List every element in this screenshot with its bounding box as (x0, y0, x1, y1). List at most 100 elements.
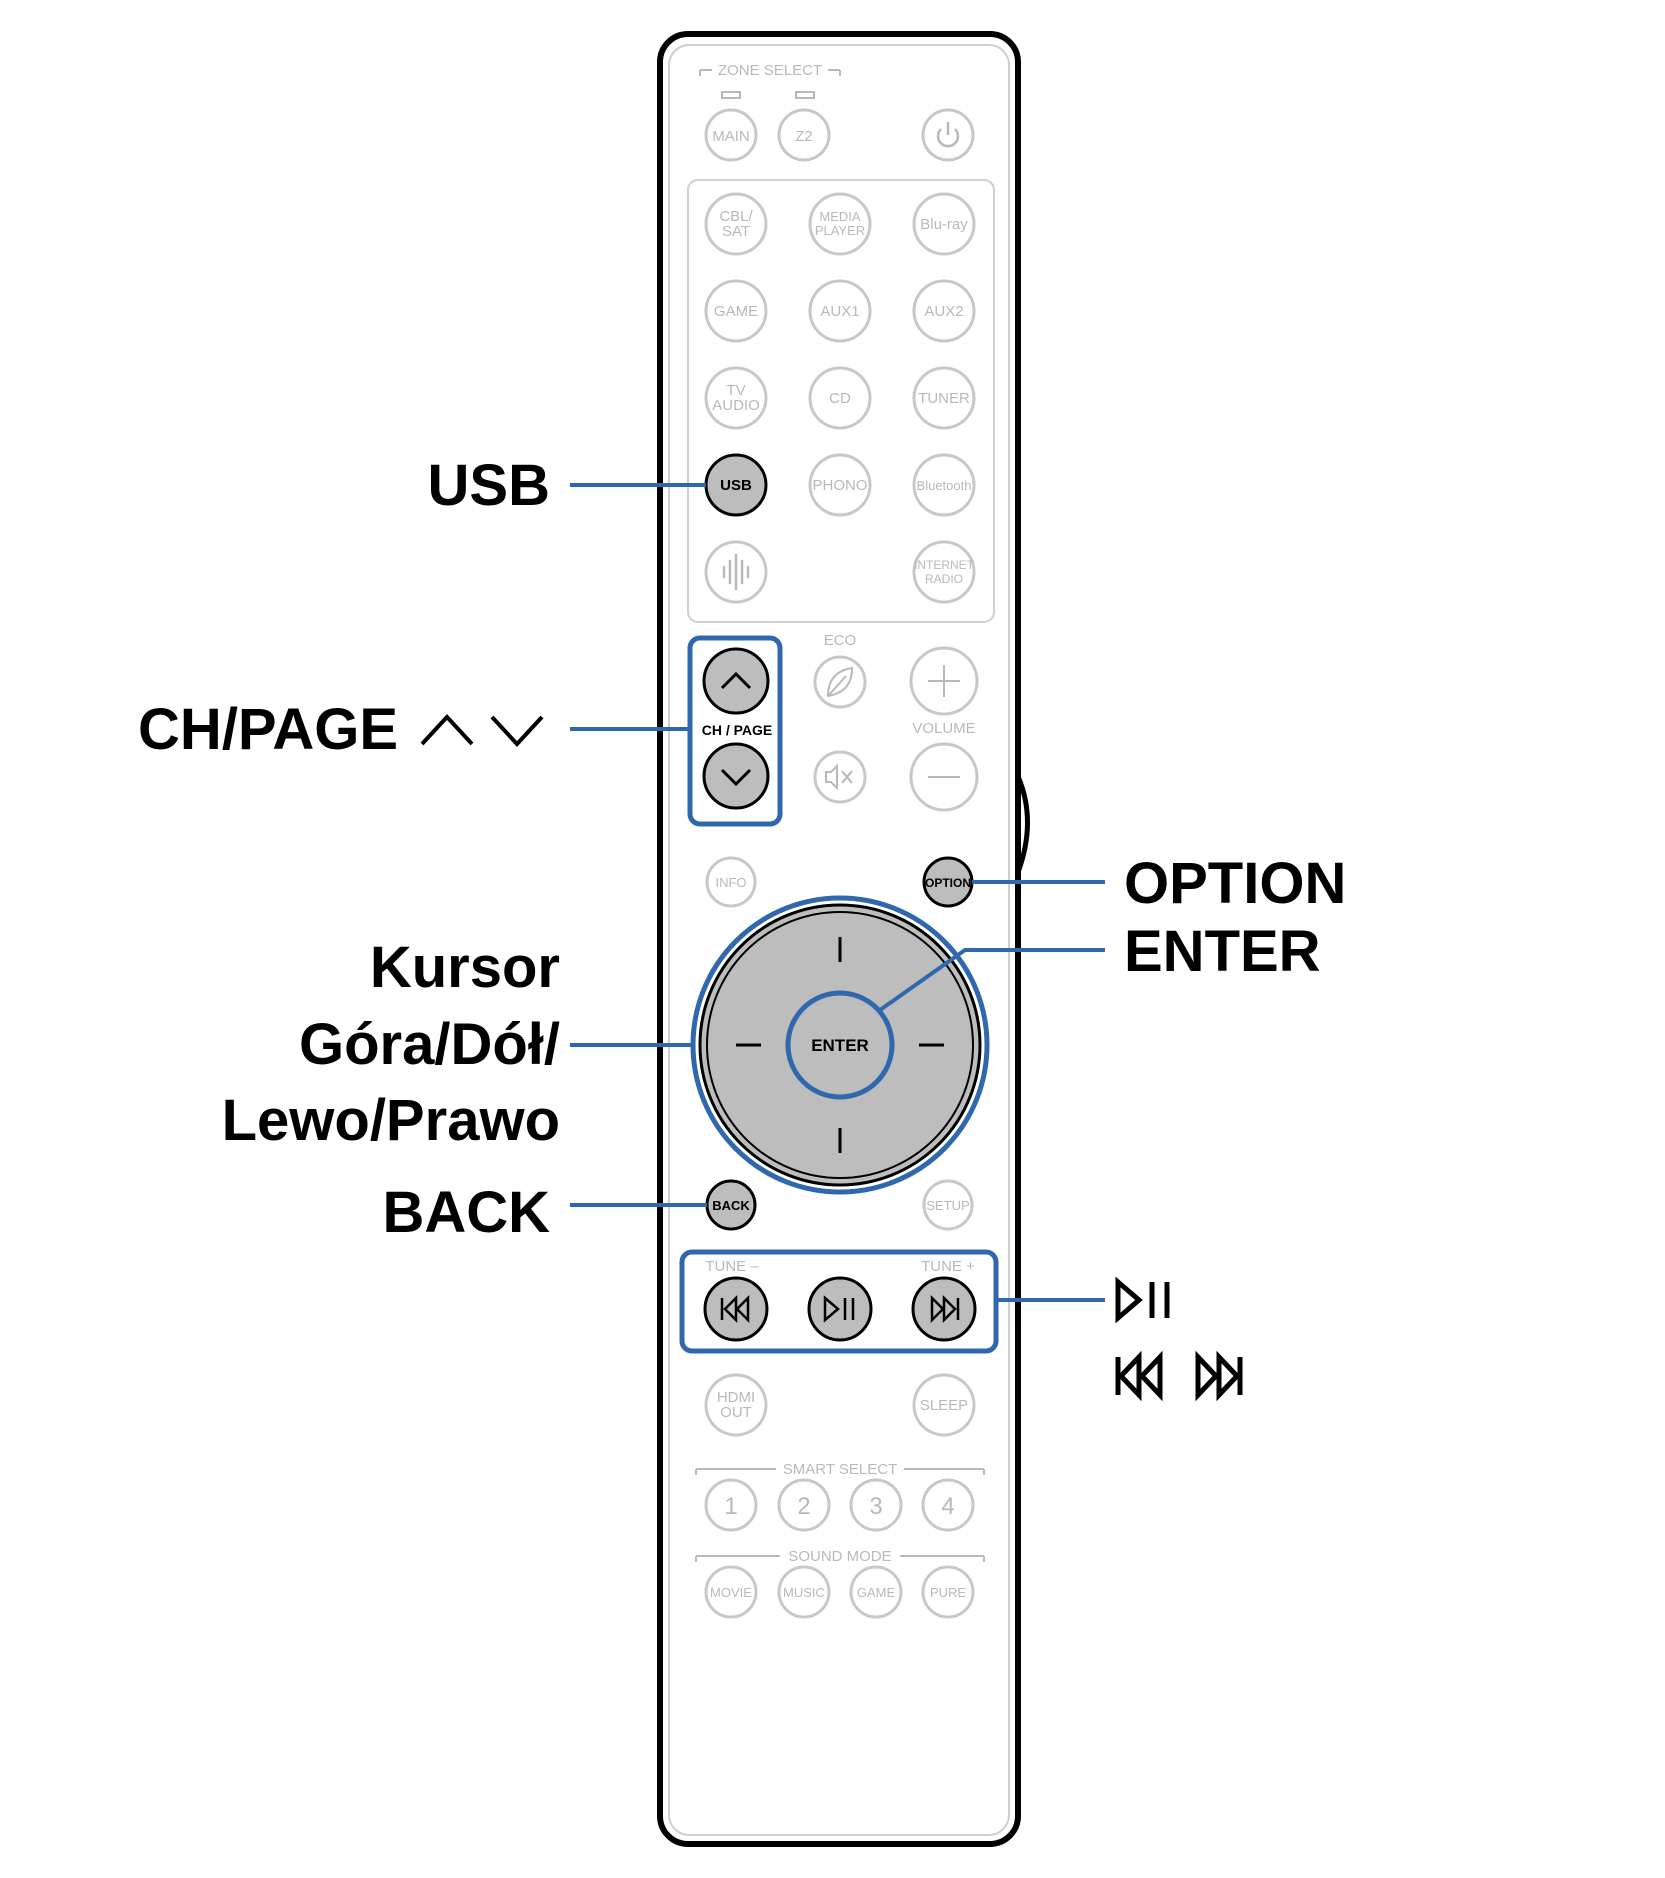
zone-z2-button[interactable]: Z2 (777, 108, 831, 162)
heos-button[interactable] (704, 540, 768, 604)
source-panel (687, 179, 995, 623)
internet-radio-button[interactable]: INTERNET RADIO (912, 540, 976, 604)
cursor-callout-line-3: Lewo/Prawo (222, 1088, 560, 1153)
aux1-label: AUX1 (820, 303, 859, 320)
hdmi-out-label-2: OUT (720, 1404, 752, 1421)
volume-down-button[interactable] (909, 742, 979, 812)
power-button[interactable] (921, 108, 975, 162)
skip-back-icon (720, 1294, 750, 1324)
play-pause-callout-icon (1115, 1276, 1170, 1324)
aux1-button[interactable]: AUX1 (808, 279, 872, 343)
eco-button[interactable] (813, 655, 867, 709)
hdmi-out-label-1: HDMI (717, 1389, 755, 1406)
leaf-icon (826, 666, 854, 698)
media-player-button[interactable]: MEDIA PLAYER (808, 192, 872, 256)
back-button[interactable]: BACK (705, 1179, 757, 1231)
media-player-label-1: MEDIA (819, 209, 861, 224)
game-mode-button[interactable]: GAME (849, 1565, 903, 1619)
movie-button[interactable]: MOVIE (704, 1565, 758, 1619)
zone-main-label: MAIN (712, 128, 750, 145)
skip-back-callout-icon (1115, 1350, 1163, 1402)
ch-page-down-button[interactable] (702, 742, 770, 810)
previous-button[interactable] (703, 1276, 769, 1342)
aux2-button[interactable]: AUX2 (912, 279, 976, 343)
smart-select-label: SMART SELECT (783, 1461, 897, 1478)
volume-up-button[interactable] (909, 646, 979, 716)
callout-lines (570, 483, 1105, 1302)
zone-main-button[interactable]: MAIN (704, 108, 758, 162)
tv-audio-label-1: TV (726, 382, 745, 399)
phono-button[interactable]: PHONO (808, 453, 872, 517)
plus-icon (928, 665, 960, 697)
media-player-label-2: PLAYER (815, 223, 865, 238)
back-callout: BACK (382, 1180, 550, 1245)
pure-button[interactable]: PURE (921, 1565, 975, 1619)
sleep-button[interactable]: SLEEP (912, 1373, 976, 1437)
smart-select-1-button[interactable]: 1 (704, 1478, 758, 1532)
aux2-label: AUX2 (924, 303, 963, 320)
enter-leader (878, 948, 1105, 1012)
tuner-button[interactable]: TUNER (912, 366, 976, 430)
setup-button[interactable]: SETUP (922, 1179, 974, 1231)
mute-button[interactable] (813, 750, 867, 804)
ch-page-callout: CH/PAGE (138, 697, 398, 762)
chevron-down-icon (720, 768, 752, 787)
tune-plus-label: TUNE + (921, 1258, 975, 1275)
bluetooth-label: Bluetooth (917, 478, 972, 493)
ch-page-label: CH / PAGE (702, 722, 773, 738)
tune-minus-label: TUNE – (705, 1258, 759, 1275)
heos-icon (722, 553, 750, 591)
sound-mode-label: SOUND MODE (788, 1548, 891, 1565)
bluetooth-button[interactable]: Bluetooth (912, 453, 976, 517)
next-button[interactable] (911, 1276, 977, 1342)
smart-select-2-label: 2 (797, 1493, 810, 1520)
back-button-label: BACK (712, 1198, 750, 1213)
setup-label: SETUP (926, 1198, 969, 1213)
cursor-pad[interactable]: ENTER (690, 895, 990, 1195)
bluray-button[interactable]: Blu-ray (912, 192, 976, 256)
chevron-up-icon (720, 671, 752, 690)
pure-label: PURE (930, 1585, 966, 1600)
option-button[interactable]: OPTION (922, 856, 974, 908)
hdmi-out-button[interactable]: HDMI OUT (704, 1373, 768, 1437)
smart-select-4-label: 4 (941, 1493, 954, 1520)
cd-button[interactable]: CD (808, 366, 872, 430)
smart-select-group: SMART SELECT 1 2 3 4 (695, 1461, 985, 1532)
smart-select-3-label: 3 (869, 1493, 882, 1520)
internet-radio-label-1: INTERNET (914, 558, 975, 572)
option-callout: OPTION (1124, 851, 1346, 916)
smart-select-4-button[interactable]: 4 (921, 1478, 975, 1532)
cbl-sat-button[interactable]: CBL/ SAT (704, 192, 768, 256)
internet-radio-label-2: RADIO (925, 572, 963, 586)
tv-audio-button[interactable]: TV AUDIO (704, 366, 768, 430)
sound-mode-group: SOUND MODE MOVIE MUSIC GAME PURE (695, 1548, 985, 1619)
usb-button-label: USB (720, 477, 752, 494)
sleep-label: SLEEP (920, 1397, 968, 1414)
zone-select-label: ZONE SELECT (718, 62, 822, 79)
enter-button[interactable]: ENTER (785, 990, 895, 1100)
zone-main-indicator (721, 91, 741, 99)
play-pause-icon (823, 1295, 855, 1323)
cbl-sat-label-1: CBL/ (719, 208, 753, 225)
game-source-button[interactable]: GAME (704, 279, 768, 343)
music-button[interactable]: MUSIC (777, 1565, 831, 1619)
smart-select-1-label: 1 (724, 1493, 737, 1520)
enter-button-label: ENTER (811, 1036, 869, 1055)
music-label: MUSIC (783, 1585, 825, 1600)
info-label: INFO (715, 875, 746, 890)
usb-button[interactable]: USB (704, 453, 768, 517)
usb-callout: USB (428, 453, 550, 518)
cbl-sat-label-2: SAT (722, 223, 750, 240)
eco-label: ECO (824, 632, 857, 649)
power-icon (936, 122, 960, 148)
play-pause-button[interactable] (807, 1276, 873, 1342)
ch-page-up-button[interactable] (702, 647, 770, 715)
zone-z2-label: Z2 (795, 128, 813, 145)
skip-forward-icon (930, 1294, 960, 1324)
smart-select-2-button[interactable]: 2 (777, 1478, 831, 1532)
smart-select-3-button[interactable]: 3 (849, 1478, 903, 1532)
info-button[interactable]: INFO (705, 856, 757, 908)
game-mode-label: GAME (857, 1585, 896, 1600)
enter-callout: ENTER (1124, 919, 1321, 984)
